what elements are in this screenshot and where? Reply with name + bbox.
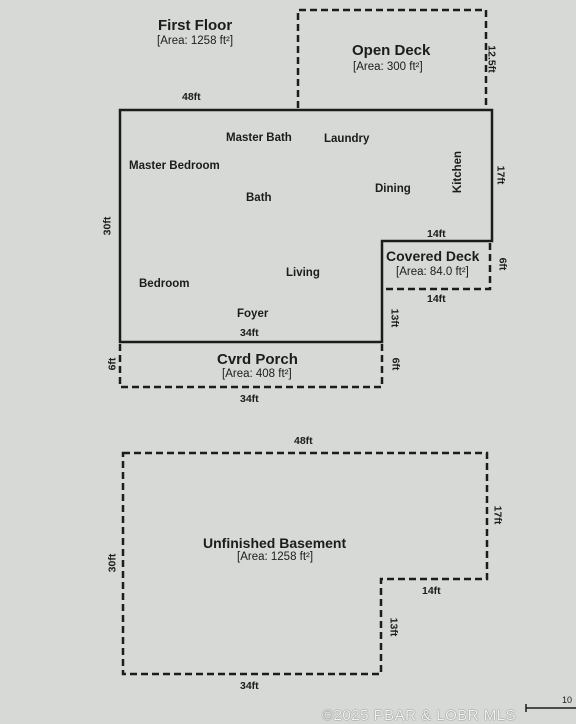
first-floor-right-dim: 17ft [494, 165, 507, 185]
room-dining: Dining [375, 183, 411, 195]
first-floor-left-dim: 30ft [101, 216, 114, 236]
first-floor-notch-bottom-dim: 14ft [427, 293, 446, 305]
basement-bottom-dim: 34ft [240, 680, 259, 692]
basement-right-dim: 17ft [491, 505, 504, 525]
covered-deck-area: [Area: 84.0 ft²] [396, 266, 469, 278]
open-deck-right-dim: 12.5ft [485, 45, 498, 73]
first-floor-notch-right-dim: 13ft [388, 308, 401, 328]
room-foyer: Foyer [237, 308, 269, 320]
basement-left-dim: 30ft [106, 553, 119, 573]
open-deck-area: [Area: 300 ft²] [353, 61, 423, 73]
watermark: ©2025 PBAR & LOBR MLS [322, 707, 517, 724]
room-living: Living [286, 267, 320, 279]
open-deck-outline [296, 8, 488, 108]
porch-area: [Area: 408 ft²] [222, 368, 292, 380]
room-bedroom: Bedroom [139, 278, 190, 290]
first-floor-notch-top-dim: 14ft [427, 228, 446, 240]
room-master-bath: Master Bath [226, 132, 292, 144]
open-deck-title: Open Deck [352, 42, 431, 59]
first-floor-title: First Floor [158, 17, 233, 34]
porch-title: Cvrd Porch [217, 351, 298, 368]
basement-title: Unfinished Basement [203, 535, 347, 551]
basement-notch-dim: 14ft [422, 585, 441, 597]
room-bath: Bath [246, 192, 272, 204]
first-floor-area: [Area: 1258 ft²] [157, 35, 234, 47]
covered-deck-title: Covered Deck [386, 248, 480, 264]
first-floor-outline [118, 108, 494, 344]
porch-bottom-dim: 34ft [240, 393, 259, 405]
room-laundry: Laundry [324, 133, 370, 145]
scale-label: 10 [562, 695, 573, 705]
covered-deck-right-dim: 6ft [496, 257, 509, 271]
porch-left-dim: 6ft [106, 357, 119, 371]
basement-top-dim: 48ft [294, 435, 313, 447]
covered-deck-outline [384, 243, 492, 291]
basement-outline [121, 451, 489, 676]
basement-notch-right-dim: 13ft [387, 617, 400, 637]
open-deck-top-dim: 24ft [378, 0, 397, 3]
room-kitchen: Kitchen [452, 150, 465, 194]
porch-right-dim: 6ft [389, 357, 402, 371]
basement-area: [Area: 1258 ft²] [237, 551, 314, 563]
first-floor-top-dim: 48ft [182, 91, 201, 103]
room-master-bedroom: Master Bedroom [129, 160, 220, 172]
first-floor-bottom-dim: 34ft [240, 327, 259, 339]
